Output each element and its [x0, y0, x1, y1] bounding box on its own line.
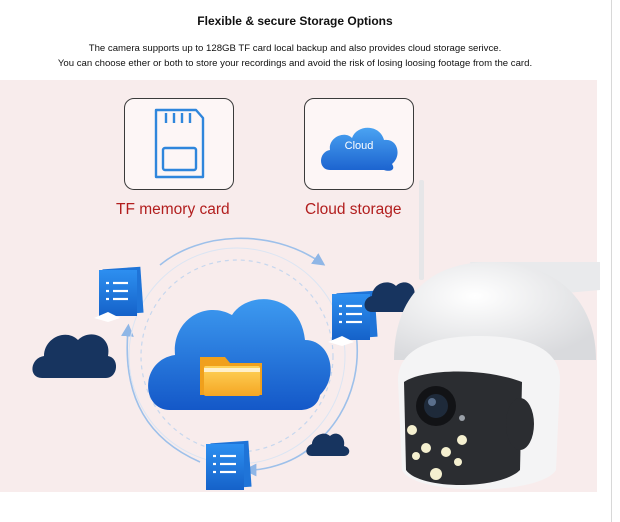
page-edge-divider: [611, 0, 612, 522]
navy-cloud-right: [364, 282, 420, 312]
page-title: Flexible & secure Storage Options: [197, 14, 393, 28]
description-line-1: The camera supports up to 128GB TF card …: [88, 43, 502, 54]
central-cloud-icon: [148, 299, 331, 410]
cloud-storage-label: Cloud storage: [305, 201, 402, 218]
inner-ring: [140, 259, 334, 453]
tf-card-box: [124, 98, 234, 190]
header: Flexible & secure Storage Options The ca…: [0, 0, 590, 80]
document-icon-left: [94, 266, 144, 322]
navy-cloud-bottom: [306, 433, 350, 456]
camera-image: [394, 180, 600, 490]
sd-card-icon-front: [154, 108, 205, 179]
cloud-icon-front: [321, 127, 398, 171]
description-line-2: You can choose ether or both to store yo…: [57, 57, 533, 69]
folder-icon: [200, 357, 262, 396]
document-icon-bottom: [206, 440, 252, 490]
description: The camera supports up to 128GB TF card …: [0, 42, 590, 71]
cloud-icon-text: Cloud: [344, 140, 374, 152]
navy-cloud-left: [32, 334, 117, 378]
tf-memory-card-label: TF memory card: [116, 201, 230, 218]
